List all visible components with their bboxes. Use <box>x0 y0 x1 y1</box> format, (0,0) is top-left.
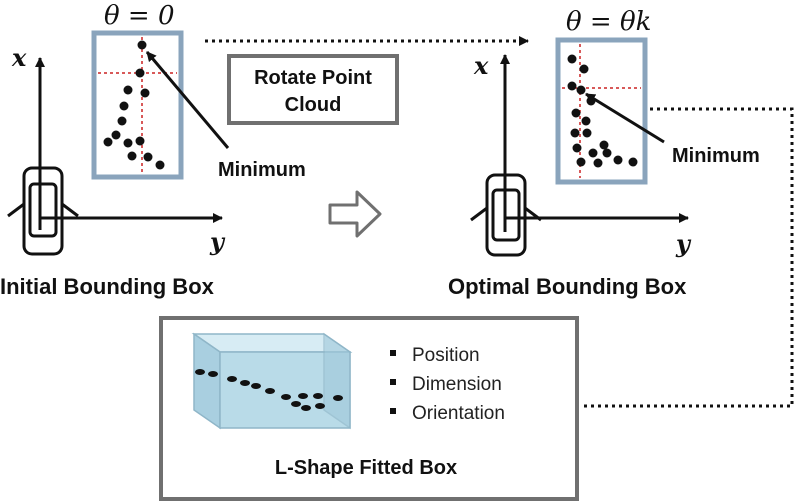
right-point-panel <box>555 37 648 185</box>
point-dot <box>111 130 121 140</box>
rotate-box: Rotate Point Cloud <box>227 54 399 125</box>
point-dot <box>251 383 261 389</box>
point-dot <box>240 380 250 386</box>
bullet-dimension: Dimension <box>412 374 502 395</box>
rotate-box-line2: Cloud <box>285 94 342 116</box>
right-minimum-pointer <box>585 92 665 144</box>
right-axis-x-label: x <box>473 51 489 80</box>
bullet-position: Position <box>412 345 480 366</box>
left-axis-x-label: x <box>11 43 27 72</box>
point-dot <box>119 101 129 111</box>
point-dot <box>265 388 275 394</box>
bullet-marker <box>390 350 396 356</box>
point-dot <box>628 157 638 167</box>
point-dot <box>576 85 586 95</box>
point-dot <box>143 152 153 162</box>
right-vehicle-icon <box>470 173 542 257</box>
left-axis-y-label: y <box>209 227 226 256</box>
rotate-box-frame <box>227 54 399 125</box>
point-dot <box>155 160 165 170</box>
left-point-panel <box>91 30 184 180</box>
point-dot <box>315 403 325 409</box>
point-dot <box>135 136 145 146</box>
point-dot <box>313 393 323 399</box>
point-dot <box>103 137 113 147</box>
point-dot <box>301 405 311 411</box>
fitted-dotted-connector <box>580 107 794 408</box>
right-caption: Optimal Bounding Box <box>448 274 687 299</box>
left-minimum-label: Minimum <box>218 159 306 181</box>
fitted-point-cloud <box>195 369 343 411</box>
point-dot <box>123 85 133 95</box>
cuboid-icon <box>191 332 353 430</box>
left-minimum-pointer <box>145 51 230 149</box>
point-dot <box>117 116 127 126</box>
point-dot <box>576 157 586 167</box>
point-dot <box>582 128 592 138</box>
point-dot <box>570 128 580 138</box>
left-caption: Initial Bounding Box <box>0 274 215 299</box>
point-dot <box>571 108 581 118</box>
left-vehicle-icon <box>7 166 79 256</box>
point-dot <box>140 88 150 98</box>
left-point-cloud <box>103 40 165 170</box>
right-coordinate-frame: x y <box>473 51 692 258</box>
bullet-orientation: Orientation <box>412 403 505 424</box>
right-minimum-label: Minimum <box>672 145 760 167</box>
point-dot <box>208 371 218 377</box>
point-dot <box>123 138 133 148</box>
point-dot <box>333 395 343 401</box>
point-dot <box>572 143 582 153</box>
point-dot <box>291 401 301 407</box>
point-dot <box>567 81 577 91</box>
left-theta-label: θ = 0 <box>104 1 175 31</box>
point-dot <box>227 376 237 382</box>
point-dot <box>599 140 609 150</box>
fitted-caption: L-Shape Fitted Box <box>275 457 457 479</box>
point-dot <box>298 393 308 399</box>
point-dot <box>579 64 589 74</box>
right-point-cloud <box>567 54 638 168</box>
point-dot <box>135 68 145 78</box>
bullet-marker <box>390 379 396 385</box>
hollow-arrow-icon <box>328 190 382 238</box>
point-dot <box>127 151 137 161</box>
point-dot <box>567 54 577 64</box>
point-dot <box>602 148 612 158</box>
point-dot <box>137 40 147 50</box>
bullet-marker <box>390 408 396 414</box>
point-dot <box>281 394 291 400</box>
rotate-box-line1: Rotate Point <box>254 67 372 89</box>
point-dot <box>581 116 591 126</box>
fitted-box-panel: Position Dimension Orientation L-Shape F… <box>159 316 579 501</box>
point-dot <box>613 155 623 165</box>
fitted-bullets: Position Dimension Orientation <box>390 345 505 424</box>
point-dot <box>195 369 205 375</box>
right-theta-label: θ = θk <box>566 7 651 37</box>
left-coordinate-frame: x y <box>11 43 226 256</box>
point-dot <box>588 148 598 158</box>
left-panel-frame <box>91 30 184 180</box>
point-dot <box>593 158 603 168</box>
right-axis-y-label: y <box>675 229 692 258</box>
